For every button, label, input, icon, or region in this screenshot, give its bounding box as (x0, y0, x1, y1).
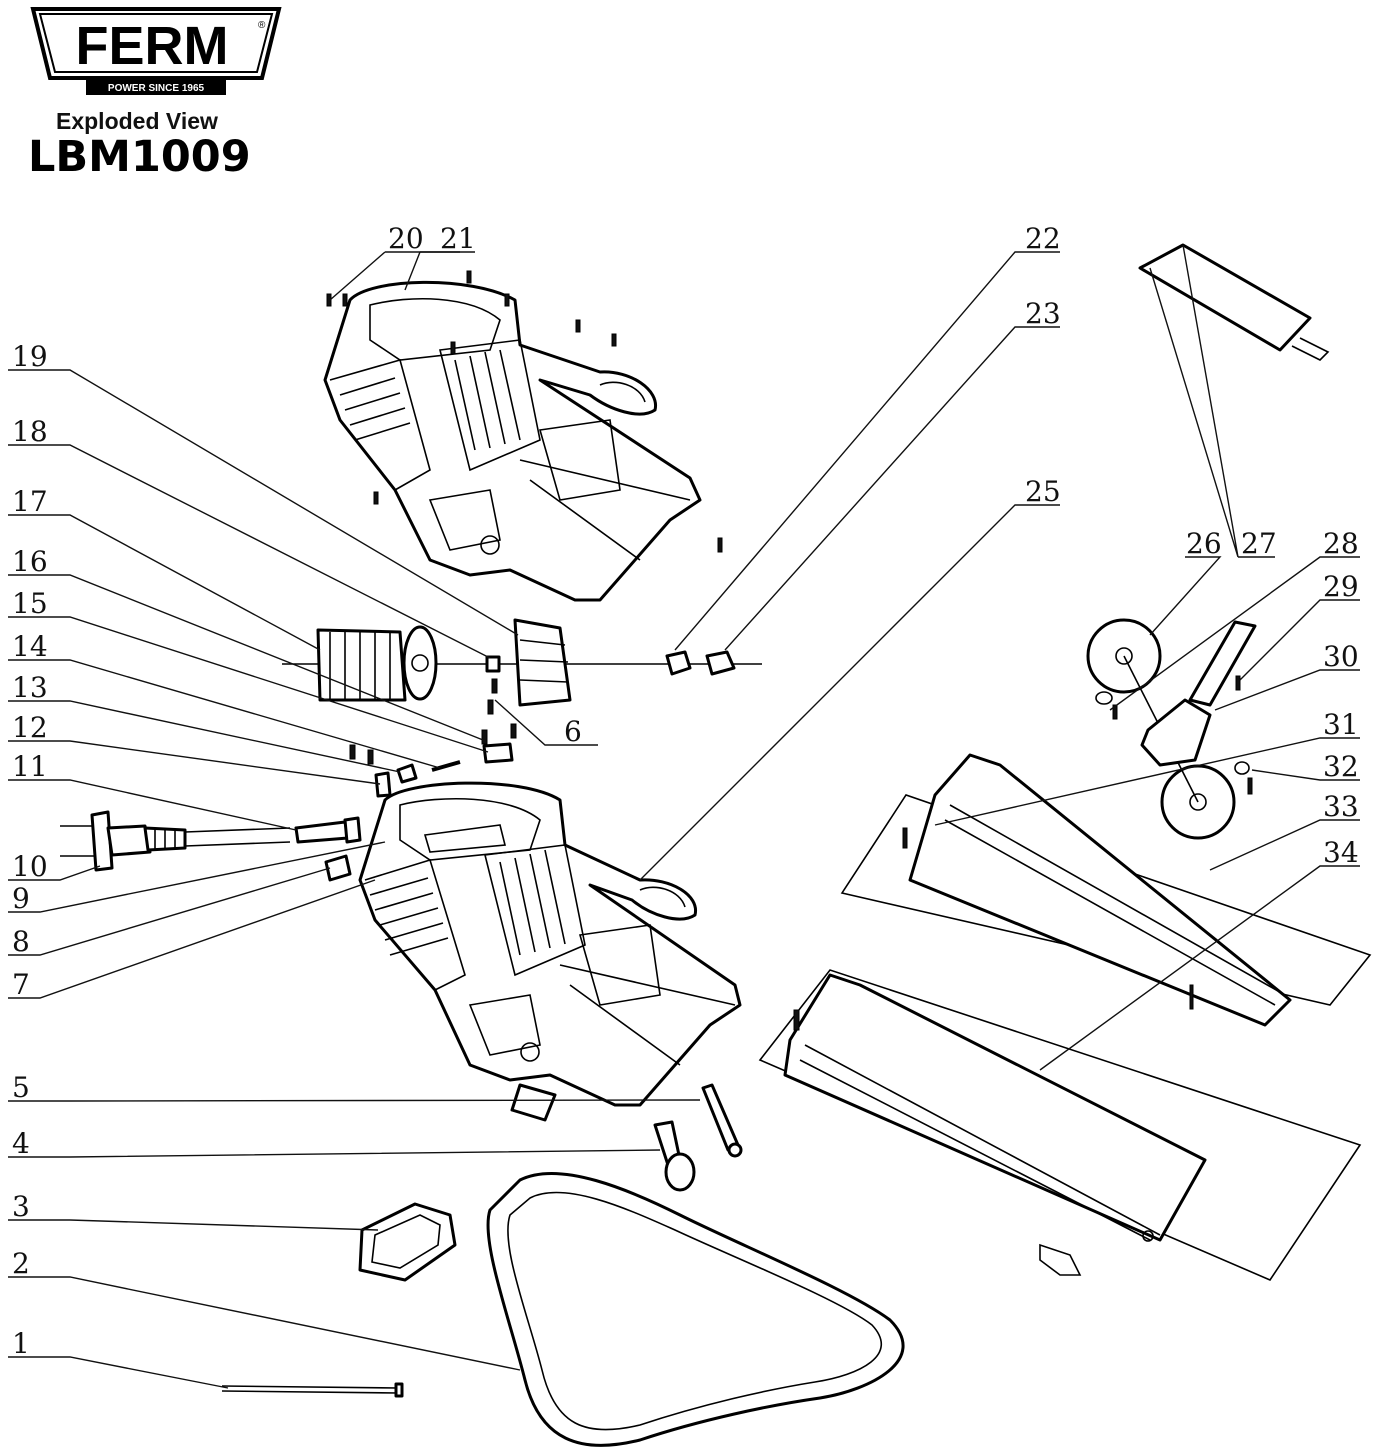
part-number-17: 17 (12, 485, 48, 518)
part-number-27: 27 (1241, 527, 1277, 560)
part-number-20: 20 (388, 222, 424, 255)
part-number-31: 31 (1323, 708, 1359, 741)
part-number-8: 8 (12, 925, 30, 958)
part-number-21: 21 (440, 222, 476, 255)
part-number-32: 32 (1323, 750, 1359, 783)
part-number-23: 23 (1025, 297, 1061, 330)
fan (513, 618, 572, 707)
ferm-logo: FERM ® POWER SINCE 1965 (30, 7, 282, 95)
screws-upper (326, 270, 723, 553)
part-number-6: 6 (564, 715, 582, 748)
motor (316, 625, 438, 702)
part-number-16: 16 (12, 545, 48, 578)
part-number-13: 13 (12, 671, 48, 704)
part-numbers: 1 2 3 4 5 6 7 8 9 10 11 12 13 14 15 16 1… (12, 222, 1359, 1360)
part-number-9: 9 (12, 882, 30, 915)
subtitle: Exploded View (56, 108, 218, 134)
part-number-26: 26 (1186, 527, 1222, 560)
registered-mark: ® (258, 20, 266, 31)
part-number-25: 25 (1025, 475, 1061, 508)
part-number-3: 3 (12, 1190, 30, 1223)
part-number-33: 33 (1323, 790, 1359, 823)
lower-housing (358, 781, 742, 1122)
part-number-1: 1 (12, 1327, 30, 1360)
brand-name: FERM (76, 16, 229, 76)
part-number-12: 12 (12, 711, 48, 744)
part-number-29: 29 (1323, 570, 1359, 603)
part-number-5: 5 (12, 1071, 30, 1104)
part-number-11: 11 (12, 750, 48, 783)
part-number-19: 19 (12, 340, 48, 373)
part-number-7: 7 (12, 968, 30, 1001)
upper-housing (323, 280, 702, 602)
guard-plate-upper (840, 753, 1372, 1027)
brand-tagline: POWER SINCE 1965 (108, 83, 205, 94)
power-cord (60, 810, 362, 882)
part-number-28: 28 (1323, 527, 1359, 560)
part-number-34: 34 (1323, 836, 1359, 869)
model-number: LBM1009 (28, 132, 251, 182)
part-number-4: 4 (12, 1127, 30, 1160)
leader-lines (8, 244, 1360, 1389)
guard-plate-lower (758, 969, 1362, 1281)
part-number-30: 30 (1323, 640, 1359, 673)
part-number-22: 22 (1025, 222, 1061, 255)
part-number-15: 15 (12, 587, 48, 620)
part-number-10: 10 (12, 850, 48, 883)
part-number-18: 18 (12, 415, 48, 448)
part-number-2: 2 (12, 1247, 30, 1280)
part-number-14: 14 (12, 630, 48, 663)
